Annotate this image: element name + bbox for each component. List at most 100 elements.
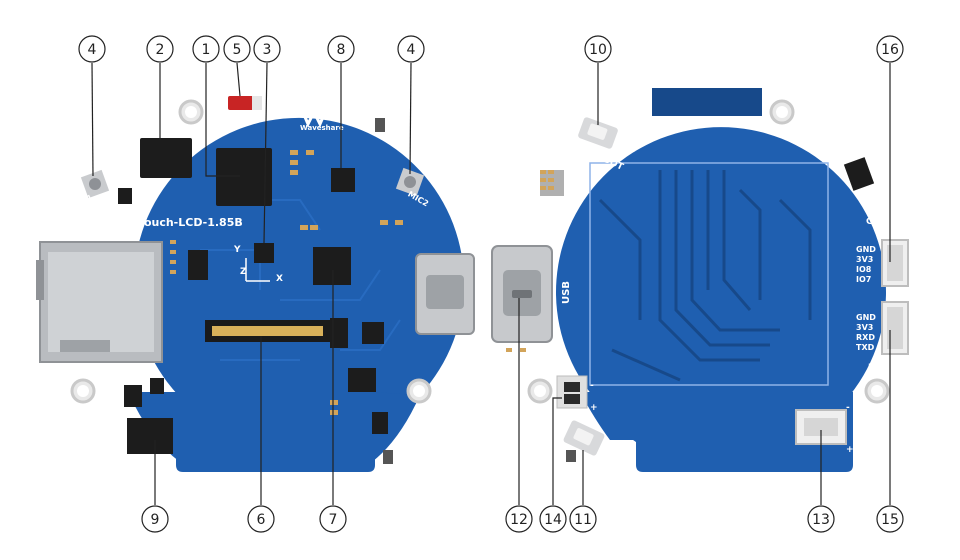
pwr-button — [563, 420, 605, 462]
svg-text:4: 4 — [407, 42, 416, 58]
antenna-area — [652, 88, 762, 116]
small-chip-c — [330, 318, 348, 348]
callout-back-10: 10 — [584, 35, 612, 63]
gpio-pin-3: IO7 — [856, 275, 871, 284]
back-pcb — [555, 127, 886, 469]
back-mount-holes — [527, 99, 890, 404]
back-passives — [506, 170, 554, 352]
gpio-connector — [881, 239, 909, 287]
axis-arrows — [245, 258, 270, 282]
uart-pin-0: GND — [856, 313, 876, 322]
small-chip-f — [124, 385, 142, 407]
callout-front-8: 8 — [327, 35, 355, 63]
uart-header-label: UART — [868, 363, 896, 373]
svg-text:7: 7 — [329, 512, 338, 528]
bat-label: BAT — [863, 413, 879, 435]
display-outline — [589, 162, 829, 386]
callout-front-1: 1 — [192, 35, 220, 63]
bat-connector — [795, 409, 847, 445]
flash-chip — [140, 138, 192, 178]
back-small-chip-2 — [540, 170, 564, 196]
pmic-chip — [348, 368, 376, 392]
rtc-battery — [228, 96, 258, 110]
svg-text:13: 13 — [812, 512, 830, 528]
callout-front-4-right: 4 — [397, 35, 425, 63]
callout-back-14: 14 — [539, 505, 567, 533]
uart-pin-2: RXD — [856, 333, 875, 342]
svg-text:12: 12 — [510, 512, 528, 528]
callouts — [91, 62, 891, 505]
callout-front-7: 7 — [319, 505, 347, 533]
callout-badges: 4 2 1 5 3 8 4 9 — [78, 35, 904, 533]
front-mount-holes — [70, 99, 432, 404]
callout-back-12: 12 — [505, 505, 533, 533]
back-usb-c — [491, 245, 553, 343]
front-traces — [200, 199, 401, 361]
callout-front-9: 9 — [141, 505, 169, 533]
waveshare-logo-icon — [300, 108, 328, 128]
fpc-connector — [205, 320, 330, 342]
svg-text:11: 11 — [574, 512, 592, 528]
boot-label: BOOT — [595, 152, 626, 173]
front-pcb-tab — [176, 392, 375, 472]
small-chip-a — [118, 188, 132, 204]
spk-minus-label: - — [590, 381, 594, 391]
callout-front-2: 2 — [146, 35, 174, 63]
front-side-button-2 — [383, 450, 393, 464]
svg-text:5: 5 — [233, 42, 242, 58]
bat-plus-label: + — [846, 445, 854, 455]
svg-text:1: 1 — [202, 42, 211, 58]
front-passives — [170, 150, 403, 415]
back-board: BOOT USB GPIO GND 3V3 IO8 IO7 GND 3V3 RX… — [491, 88, 909, 477]
svg-text:16: 16 — [881, 42, 899, 58]
callout-back-13: 13 — [807, 505, 835, 533]
front-usb-c — [415, 253, 475, 335]
mic1-label: MIC1 — [70, 193, 94, 211]
small-chip-e — [372, 412, 388, 434]
axis-x-label: X — [276, 274, 283, 284]
callout-front-6: 6 — [247, 505, 275, 533]
small-chip-d — [362, 322, 384, 344]
usb-label: USB — [561, 281, 572, 304]
spk-plus-label: + — [590, 403, 598, 413]
gpio-pin-2: IO8 — [856, 265, 872, 274]
mic2 — [395, 167, 425, 197]
gpio-pin-0: GND — [856, 245, 876, 254]
front-side-button — [375, 118, 385, 132]
callout-back-16: 16 — [876, 35, 904, 63]
back-small-chip — [843, 157, 875, 191]
gpio-header-label: GPIO — [866, 217, 891, 227]
svg-text:3: 3 — [263, 42, 272, 58]
uart-connector — [881, 301, 909, 355]
callout-back-15: 15 — [876, 505, 904, 533]
spk-connector — [556, 375, 588, 409]
amp-chip — [127, 418, 173, 454]
imu-chip — [254, 243, 274, 263]
svg-text:2: 2 — [156, 42, 165, 58]
small-chip-b — [188, 250, 208, 280]
boot-button — [578, 117, 618, 149]
sd-card-slot — [36, 241, 163, 363]
axis-z-label: Z — [240, 267, 247, 277]
callout-back-11: 11 — [569, 505, 597, 533]
pwr-label: PWR — [599, 457, 624, 477]
back-traces — [598, 170, 812, 382]
bat-minus-label: - — [846, 403, 850, 413]
esp32-chip — [216, 148, 272, 206]
uart-pin-1: 3V3 — [856, 323, 873, 332]
small-chip-g — [150, 378, 164, 394]
logo-label: Waveshare — [300, 124, 344, 132]
axis-y-label: Y — [233, 245, 241, 255]
front-pcb-tab-right — [372, 392, 420, 462]
svg-text:15: 15 — [881, 512, 899, 528]
callout-front-5: 5 — [223, 35, 251, 63]
svg-text:14: 14 — [544, 512, 562, 528]
svg-text:10: 10 — [589, 42, 607, 58]
svg-text:4: 4 — [88, 42, 97, 58]
spk-label: SPK — [560, 352, 569, 371]
adc-chip — [313, 247, 351, 285]
callout-front-3: 3 — [253, 35, 281, 63]
front-board: ESP32-S3-Touch-LCD-1.85B MIC1 MIC2 Waves… — [36, 96, 475, 472]
